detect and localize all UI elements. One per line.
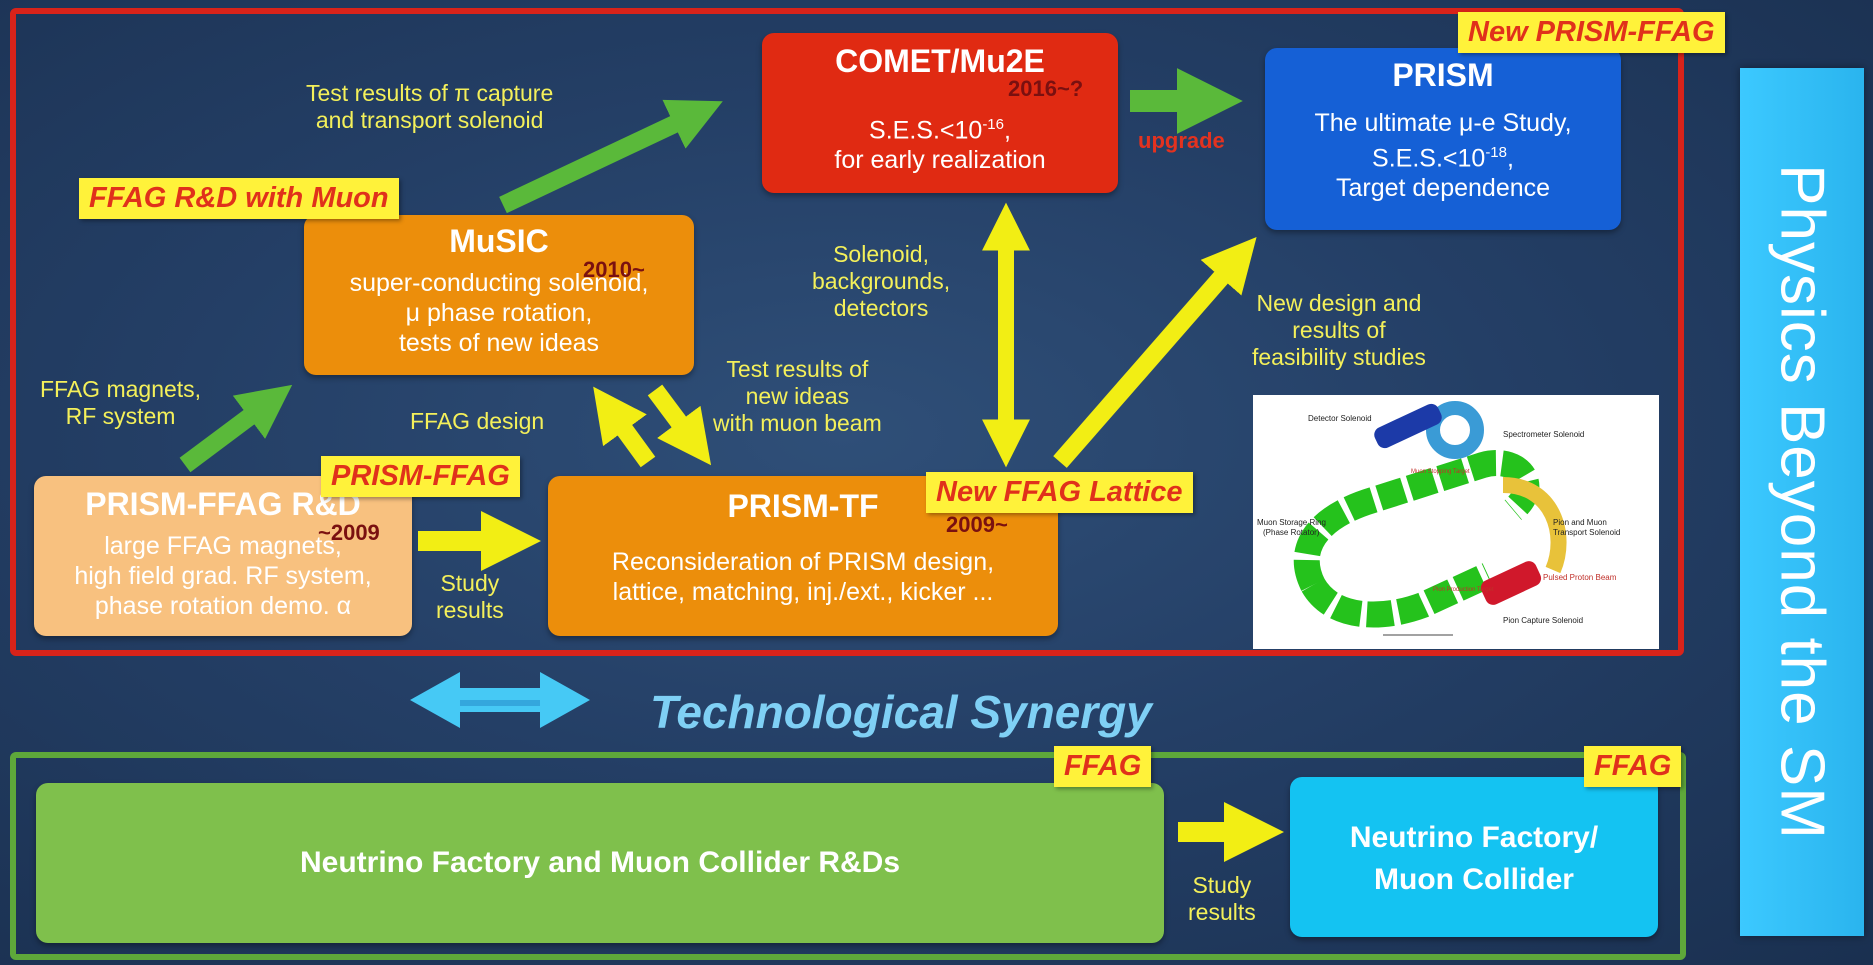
tag-prism-ffag: PRISM-FFAG xyxy=(321,456,520,497)
fig-muon-storage-ring: Muon Storage Ring xyxy=(1257,518,1326,527)
green-frame xyxy=(10,752,1686,960)
tag-new-ffag-lattice: New FFAG Lattice xyxy=(926,472,1193,513)
fig-pion-muon-1: Pion and Muon xyxy=(1553,518,1607,527)
arrow-music-to-tf xyxy=(647,384,712,466)
label-ffag-design: FFAG design xyxy=(410,408,545,434)
prism-tf-year: 2009~ xyxy=(946,512,1008,537)
nf-mc-line-2: Muon Collider xyxy=(1374,863,1574,896)
nf-rd-title: Neutrino Factory and Muon Collider R&Ds xyxy=(299,846,901,879)
music-box: MuSIC super-conducting solenoid, μ phase… xyxy=(304,215,694,375)
label-solenoid: Solenoid, backgrounds, detectors xyxy=(812,241,951,321)
nf-rd-box: Neutrino Factory and Muon Collider R&Ds xyxy=(36,783,1164,943)
tag-new-prism-ffag: New PRISM-FFAG xyxy=(1458,12,1725,53)
fig-pulsed-proton-beam: Pulsed Proton Beam xyxy=(1543,573,1617,582)
prism-ffag-rd-year: ~2009 xyxy=(318,520,380,545)
prism-desc-1: The ultimate μ-e Study, xyxy=(1314,109,1572,137)
music-desc-3: tests of new ideas xyxy=(398,329,600,357)
fig-detector-solenoid: Detector Solenoid xyxy=(1308,414,1372,423)
label-study-results-1: Study results xyxy=(436,570,504,623)
label-new-design: New design and results of feasibility st… xyxy=(1252,290,1426,370)
fig-phase-rotator: (Phase Rotator) xyxy=(1263,528,1320,537)
prism-ffag-rd-desc-1: large FFAG magnets, xyxy=(104,532,342,560)
prism-ffag-rd-box: PRISM-FFAG R&D large FFAG magnets, high … xyxy=(34,476,412,636)
synergy-text: Technological Synergy xyxy=(650,686,1152,738)
prism-ring-figure: Detector Solenoid Spectrometer Solenoid … xyxy=(1253,395,1659,649)
prism-ffag-rd-desc-2: high field grad. RF system, xyxy=(74,562,372,590)
tag-ffag-right: FFAG xyxy=(1584,746,1682,787)
prism-tf-title: PRISM-TF xyxy=(727,488,879,524)
prism-title: PRISM xyxy=(1392,57,1494,93)
synergy-double-arrow xyxy=(410,672,590,728)
tag-ffag-rd-muon: FFAG R&D with Muon xyxy=(79,178,399,219)
arrow-tf-to-music xyxy=(593,386,656,468)
prism-tf-box: PRISM-TF Reconsideration of PRISM design… xyxy=(548,476,1058,636)
fig-pion-muon-2: Transport Solenoid xyxy=(1553,528,1620,537)
tag-ffag-left: FFAG xyxy=(1054,746,1152,787)
prism-tf-desc-2: lattice, matching, inj./ext., kicker ... xyxy=(612,578,994,606)
prism-desc-3: Target dependence xyxy=(1335,174,1551,203)
nf-mc-box: Neutrino Factory/ Muon Collider xyxy=(1290,777,1658,937)
label-test-new-ideas: Test results of new ideas with muon beam xyxy=(713,356,882,436)
prism-box: PRISM The ultimate μ-e Study, S.E.S.<10-… xyxy=(1265,48,1621,230)
music-year: 2010~ xyxy=(583,257,645,282)
side-banner: Physics Beyond the SM xyxy=(1740,68,1864,936)
music-desc-2: μ phase rotation, xyxy=(405,299,593,327)
prism-ffag-rd-title: PRISM-FFAG R&D xyxy=(85,486,361,522)
red-frame xyxy=(10,8,1684,656)
comet-ses: S.E.S.<10-16, xyxy=(869,116,1011,145)
prism-ffag-rd-desc-3: phase rotation demo. α xyxy=(94,592,352,620)
prism-ring-drawing: Detector Solenoid Spectrometer Solenoid … xyxy=(1257,401,1620,636)
prism-tf-desc-1: Reconsideration of PRISM design, xyxy=(611,548,995,576)
label-upgrade: upgrade xyxy=(1138,128,1225,153)
fig-spectrometer-solenoid: Spectrometer Solenoid xyxy=(1503,430,1584,439)
comet-year: 2016~? xyxy=(1008,76,1084,101)
label-study-results-2: Study results xyxy=(1188,872,1256,925)
prism-ses: S.E.S.<10-18, xyxy=(1372,144,1514,173)
nf-mc-line-1: Neutrino Factory/ xyxy=(1349,821,1599,854)
fig-pion-production-target: Pion Production Target xyxy=(1433,587,1494,593)
label-ffag-magnets: FFAG magnets, RF system xyxy=(40,376,202,429)
comet-box: COMET/Mu2E S.E.S.<10-16, for early reali… xyxy=(762,33,1118,193)
comet-title: COMET/Mu2E xyxy=(835,43,1045,79)
arrow-ffag-to-music xyxy=(179,384,293,473)
label-test-pi: Test results of π capture and transport … xyxy=(306,80,554,133)
arrow-tf-to-prism xyxy=(1053,237,1257,468)
arrow-music-to-comet xyxy=(499,99,723,214)
fig-pion-capture-solenoid: Pion Capture Solenoid xyxy=(1503,616,1583,625)
comet-desc: for early realization xyxy=(834,146,1046,175)
music-desc-1: super-conducting solenoid, xyxy=(349,269,649,297)
fig-muon-stopping-target: Muon Stopping Target xyxy=(1411,469,1470,475)
music-title: MuSIC xyxy=(449,223,549,259)
